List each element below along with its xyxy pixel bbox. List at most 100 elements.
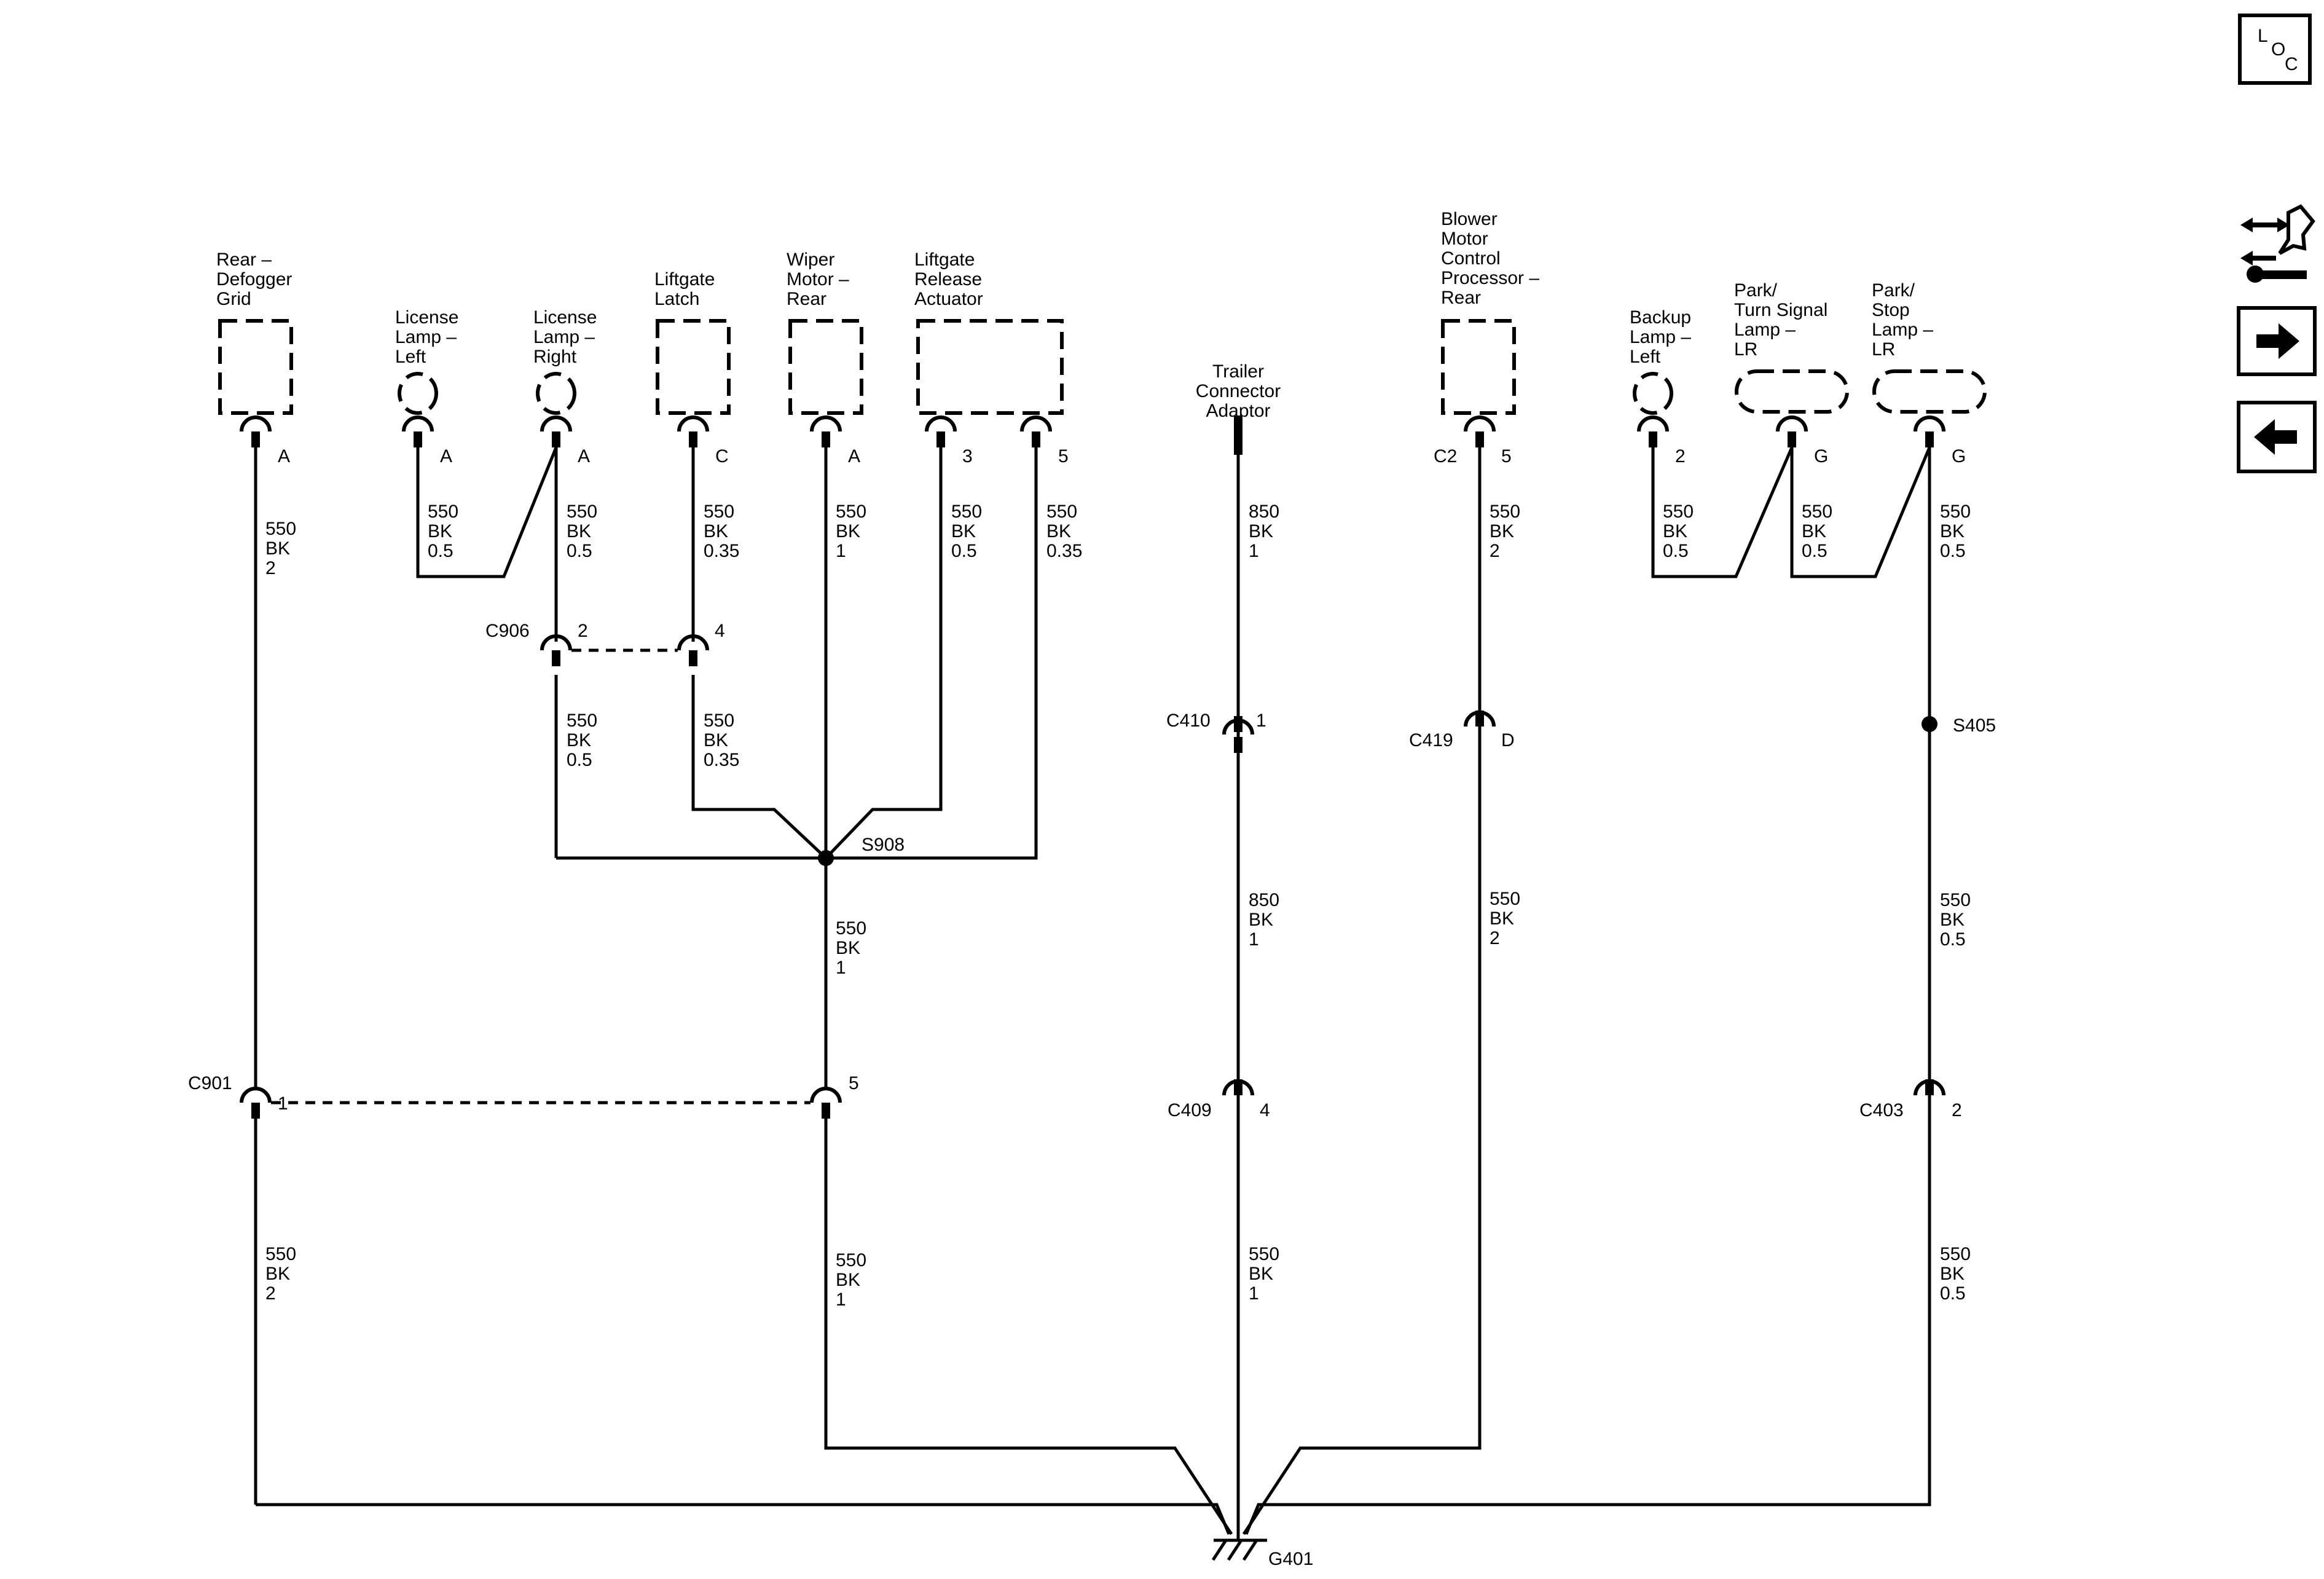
backup-connector <box>1639 417 1667 447</box>
s405-splice-dot <box>1922 716 1937 732</box>
liftgate-latch-box <box>656 319 731 415</box>
release-connector-5 <box>1022 417 1050 447</box>
next-page-button[interactable] <box>2237 306 2317 376</box>
system-wrench-button[interactable] <box>2237 203 2317 286</box>
rear-defogger-grid-box <box>218 319 293 415</box>
liftgate-release-actuator-box <box>916 319 1064 415</box>
c409-connector <box>1224 1079 1252 1095</box>
prev-page-button[interactable] <box>2237 401 2317 473</box>
loc-c: C <box>2285 54 2298 74</box>
c901-pin1-label: 1 <box>278 1093 288 1114</box>
pin-release-5: 5 <box>1058 446 1069 467</box>
license-lamp-left-symbol <box>398 372 438 415</box>
s405-label: S405 <box>1953 715 1996 736</box>
s908-label: S908 <box>862 835 905 855</box>
backup-lamp-left-symbol <box>1633 372 1673 415</box>
blower-motor-control-box <box>1441 319 1516 415</box>
pin-defogger: A <box>278 446 290 467</box>
c901-pin5-label: 5 <box>849 1073 859 1093</box>
lic-right-connector <box>542 417 570 447</box>
blower-connector <box>1466 417 1494 447</box>
park-turn-connector <box>1778 417 1806 447</box>
c419-connector <box>1466 711 1494 726</box>
c410-label: C410 <box>1166 711 1211 731</box>
c403-label: C403 <box>1859 1100 1904 1120</box>
c901-pin5 <box>812 1089 840 1119</box>
pin-lic-right: A <box>578 446 590 467</box>
release-connector-3 <box>927 417 955 447</box>
pin-backup: 2 <box>1675 446 1686 467</box>
arrow-left-icon <box>2254 419 2297 455</box>
loc-icon: L O C <box>2258 26 2298 74</box>
pin-latch: C <box>715 446 729 467</box>
system-wrench-icon <box>2240 204 2315 283</box>
c410-pin-label: 1 <box>1256 711 1266 731</box>
c901-label: C901 <box>188 1073 232 1093</box>
wiper-connector <box>812 417 840 447</box>
c409-label: C409 <box>1168 1100 1212 1120</box>
wires <box>254 436 1931 1535</box>
s908-splice-dot <box>818 850 834 866</box>
connector-labels: C906 2 4 C410 1 C419 D C901 1 5 C409 4 C… <box>188 621 1996 1569</box>
loc-o: O <box>2271 39 2285 60</box>
arrow-right-icon <box>2256 323 2299 359</box>
loc-button[interactable]: L O C <box>2238 14 2312 85</box>
lic-left-connector <box>404 417 432 447</box>
pin-blower: 5 <box>1501 446 1512 467</box>
c419-pin-label: D <box>1501 730 1515 750</box>
pin-lic-left: A <box>440 446 452 467</box>
c906-pin4-label: 4 <box>715 621 725 641</box>
park-turn-lamp-symbol <box>1735 369 1849 414</box>
loc-l: L <box>2258 26 2268 46</box>
c419-label: C419 <box>1409 730 1453 750</box>
pin-labels: A A A C A 3 5 C2 5 2 G G <box>278 446 1966 467</box>
license-lamp-right-symbol <box>536 372 576 415</box>
wiper-motor-rear-box <box>788 319 863 415</box>
ground-g401-icon <box>1211 1534 1267 1561</box>
c906-label: C906 <box>485 621 530 641</box>
c906-pin2-label: 2 <box>578 621 588 641</box>
park-stop-connector <box>1915 417 1944 447</box>
c409-pin-label: 4 <box>1260 1100 1270 1120</box>
pin-release-3: 3 <box>962 446 973 467</box>
pin-blower-conn: C2 <box>1434 446 1457 467</box>
pin-wiper: A <box>848 446 860 467</box>
c403-connector <box>1915 1079 1944 1095</box>
c403-pin-label: 2 <box>1952 1100 1962 1120</box>
g401-label: G401 <box>1268 1549 1313 1569</box>
